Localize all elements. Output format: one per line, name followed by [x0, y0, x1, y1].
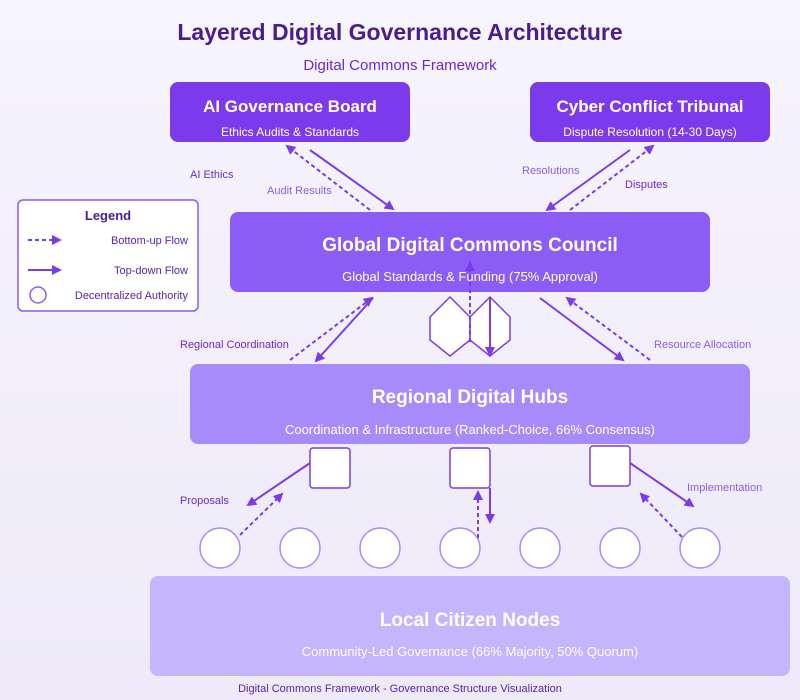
arrow-citizens-to-hub-right	[639, 492, 683, 538]
label-resource-allocation: Resource Allocation	[654, 339, 751, 351]
global-council[interactable]: Global Digital Commons Council Global St…	[230, 212, 710, 292]
legend-decentralized-label: Decentralized Authority	[75, 290, 189, 302]
council-title: Global Digital Commons Council	[322, 235, 618, 256]
citizen-node-2[interactable]	[279, 527, 321, 569]
citizen-circles	[199, 527, 721, 569]
arrow-cyber-to-council	[545, 149, 631, 212]
arrow-hubs-to-council-left	[289, 296, 374, 361]
ai-governance-board[interactable]: AI Governance Board Ethics Audits & Stan…	[170, 82, 410, 142]
arrow-hub-to-citizens-right	[629, 462, 695, 508]
local-title: Local Citizen Nodes	[380, 610, 561, 631]
cyber-conflict-tribunal[interactable]: Cyber Conflict Tribunal Dispute Resoluti…	[530, 82, 770, 142]
citizen-node-1[interactable]	[199, 527, 241, 569]
label-regional-coordination: Regional Coordination	[180, 339, 289, 351]
arrow-hubs-to-council-right	[565, 296, 651, 361]
hub-square-2	[449, 447, 491, 489]
ai-board-box	[170, 82, 410, 142]
legend-title: Legend	[85, 208, 131, 223]
legend-bottom-up-label: Bottom-up Flow	[111, 235, 188, 247]
arrow-ai-to-council	[309, 149, 395, 211]
arrow-hub-to-citizens-left	[246, 462, 311, 507]
cyber-tribunal-title: Cyber Conflict Tribunal	[556, 97, 743, 116]
arrow-council-to-ai	[285, 144, 371, 211]
local-citizen-nodes[interactable]: Local Citizen Nodes Community-Led Govern…	[150, 576, 790, 676]
citizen-node-6[interactable]	[599, 527, 641, 569]
hubs-subtitle: Coordination & Infrastructure (Ranked-Ch…	[285, 422, 655, 437]
arrow-council-to-hubs-right	[539, 297, 625, 362]
council-box	[230, 212, 710, 292]
label-proposals: Proposals	[180, 495, 229, 507]
citizen-node-5[interactable]	[519, 527, 561, 569]
arrow-council-to-hubs-left	[314, 297, 374, 363]
hubs-box	[190, 364, 750, 444]
local-subtitle: Community-Led Governance (66% Majority, …	[302, 644, 638, 659]
arrow-citizens-to-hub-left	[239, 492, 284, 536]
hubs-title: Regional Digital Hubs	[372, 387, 568, 408]
ai-board-title: AI Governance Board	[203, 97, 377, 116]
label-implementation: Implementation	[687, 482, 762, 494]
legend: Legend Bottom-up Flow Top-down Flow Dece…	[17, 199, 199, 312]
footer-caption: Digital Commons Framework - Governance S…	[238, 683, 562, 695]
label-audit-results: Audit Results	[267, 185, 332, 197]
legend-box	[17, 199, 199, 312]
ai-board-subtitle: Ethics Audits & Standards	[221, 125, 359, 139]
hub-square-3	[589, 445, 631, 487]
label-resolutions: Resolutions	[522, 165, 580, 177]
hub-squares	[309, 445, 631, 489]
hub-square-1	[309, 447, 351, 489]
arrow-council-to-cyber	[569, 144, 655, 211]
circle-node-icon	[29, 286, 47, 304]
page-title: Layered Digital Governance Architecture	[177, 19, 622, 45]
cyber-tribunal-box	[530, 82, 770, 142]
citizen-node-7[interactable]	[679, 527, 721, 569]
local-box	[150, 576, 790, 676]
flow-arrows	[239, 144, 695, 538]
regional-hubs[interactable]: Regional Digital Hubs Coordination & Inf…	[190, 364, 750, 444]
label-ai-ethics: AI Ethics	[190, 169, 234, 181]
cyber-tribunal-subtitle: Dispute Resolution (14-30 Days)	[563, 125, 736, 139]
page-subtitle: Digital Commons Framework	[303, 57, 497, 74]
legend-top-down-label: Top-down Flow	[114, 265, 188, 277]
citizen-node-4[interactable]	[439, 527, 481, 569]
flow-labels: AI Ethics Audit Results Resolutions Disp…	[180, 165, 762, 507]
label-disputes: Disputes	[625, 179, 668, 191]
citizen-node-3[interactable]	[359, 527, 401, 569]
